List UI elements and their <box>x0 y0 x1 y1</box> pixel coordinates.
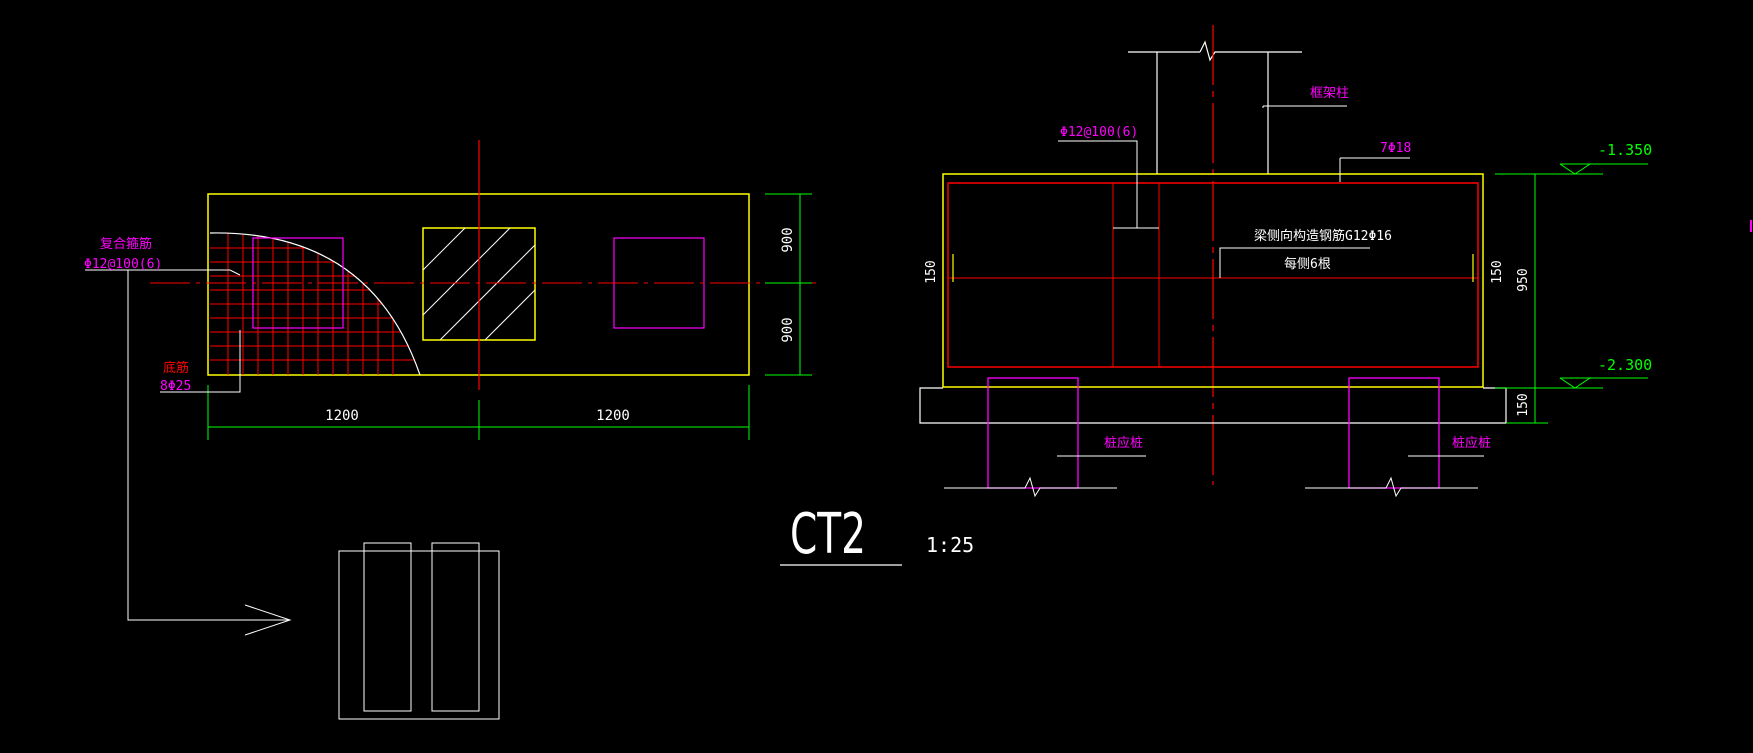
elev-bottom: -2.300 <box>1598 356 1652 374</box>
dim-width-left: 1200 <box>325 408 359 424</box>
section-rebar-cage <box>947 182 1479 368</box>
dim-width-right: 1200 <box>596 408 630 424</box>
drawing-title: CT2 1:25 <box>780 502 974 567</box>
label-side-bar-2: 每侧6根 <box>1284 256 1331 272</box>
label-pile-left: 桩应桩 <box>1104 435 1143 451</box>
label-side-bar: 梁侧向构造钢筋G12Φ16 <box>1254 228 1392 244</box>
label-pile-right: 桩应桩 <box>1452 435 1491 451</box>
dim-left-150: 150 <box>924 260 939 283</box>
dim-right-150: 150 <box>1490 260 1505 283</box>
label-stirrup-spec: Φ12@100(6) <box>84 257 162 272</box>
section-view: 框架柱 Φ12@100(6) 7Φ18 梁侧向构造钢筋G12Φ16 每侧6根 桩… <box>919 25 1652 498</box>
label-bottom-bar: 底筋 <box>163 360 189 376</box>
column-hatch <box>422 227 536 341</box>
dim-950: 950 <box>1516 268 1531 291</box>
pile-break-lines <box>944 476 1478 498</box>
section-cap-outline <box>942 173 1484 388</box>
title-scale: 1:25 <box>926 533 974 557</box>
section-dim-right <box>1495 163 1648 424</box>
plan-dim-bottom <box>207 385 750 440</box>
plan-leaders <box>85 269 292 636</box>
elev-top: -1.350 <box>1598 141 1652 159</box>
plan-dim-right <box>765 193 812 376</box>
rebar-grid <box>210 233 420 375</box>
section-leaders <box>1057 105 1484 457</box>
label-bottom-bar-spec: 8Φ25 <box>160 379 191 394</box>
label-composite-stirrup: 复合箍筋 <box>100 236 152 252</box>
title-name: CT2 <box>790 502 866 567</box>
section-column <box>1128 40 1302 174</box>
label-top-bar: 7Φ18 <box>1380 141 1411 156</box>
dim-height-top: 900 <box>780 227 796 252</box>
dim-height-bottom: 900 <box>780 317 796 342</box>
dim-bottom-150: 150 <box>1516 393 1531 416</box>
label-frame-column: 框架柱 <box>1310 86 1349 101</box>
stirrup-detail <box>338 542 500 720</box>
plan-view: 1200 1200 900 900 复合箍筋 Φ12@100(6) 底筋 8Φ2… <box>84 140 820 636</box>
label-section-stirrup: Φ12@100(6) <box>1060 125 1138 140</box>
